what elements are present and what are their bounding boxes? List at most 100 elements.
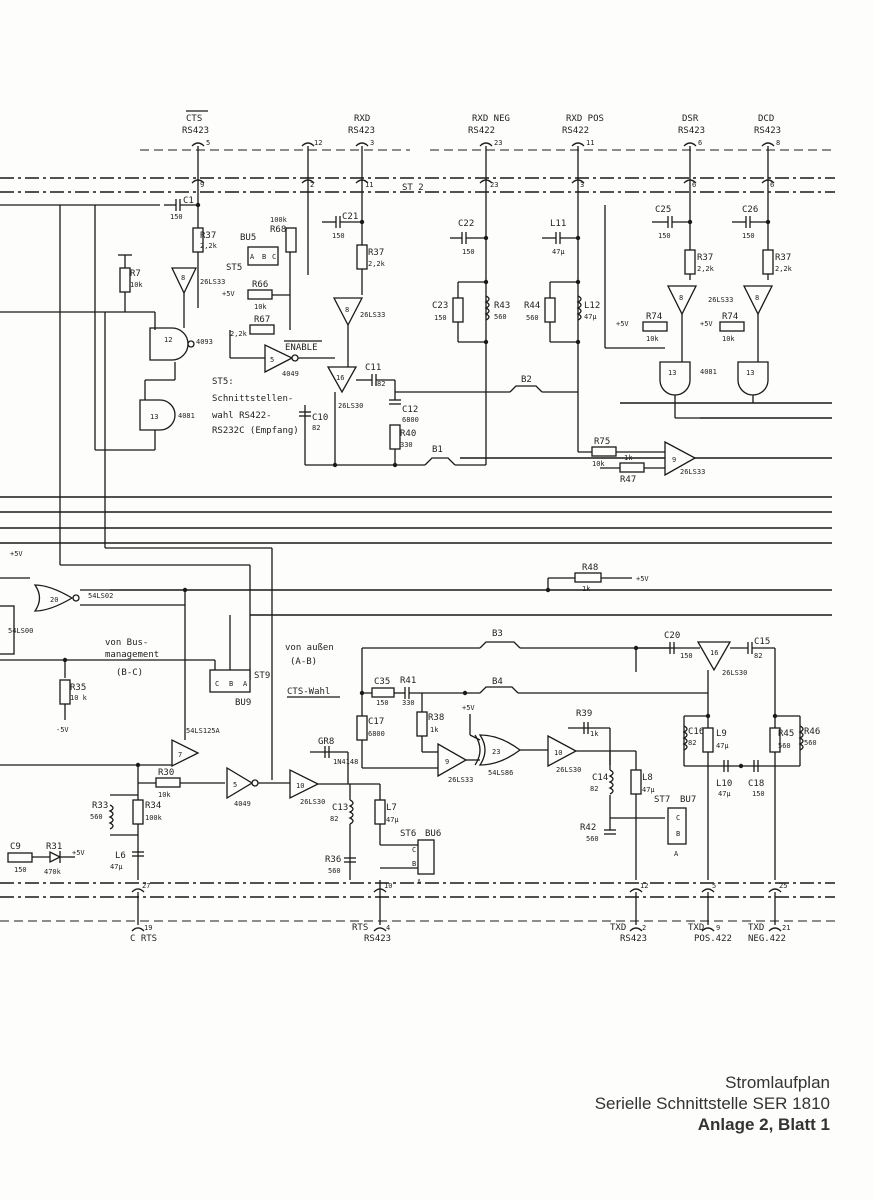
inverter-bubble: [72, 594, 80, 602]
component-ref: R31: [46, 842, 62, 852]
connector-pin: 4: [386, 924, 390, 932]
connector-std: RS423: [678, 126, 705, 136]
connector-symbol: [131, 888, 145, 893]
component-value: 470k: [44, 868, 62, 876]
gate-type: 26LS33: [360, 311, 385, 319]
component-value: 82: [688, 739, 696, 747]
component-value: 82: [377, 380, 385, 388]
component-value: 10k: [722, 335, 735, 343]
gate-type: 4081: [178, 412, 195, 420]
connector-std: RS422: [562, 126, 589, 136]
component-ref: L7: [386, 803, 397, 813]
connector-symbol: [701, 888, 715, 893]
connector-symbol: [131, 927, 145, 932]
gate-8-26ls33: [332, 297, 364, 327]
connector-pin: 12: [314, 139, 322, 147]
component-ref: R42: [580, 823, 596, 833]
component-value: 1k: [590, 730, 599, 738]
gate-num: 23: [492, 748, 500, 756]
gate-type: 26LS30: [338, 402, 363, 410]
l12-inductor: [576, 295, 582, 321]
component-ref: R43: [494, 301, 510, 311]
connector-12: 12 2: [301, 139, 322, 275]
gate-9-26ls33: [437, 742, 468, 778]
r37-resistor: [192, 227, 204, 253]
connector-rxd-neg: RXD NEG RS422 23 23: [468, 114, 510, 465]
bus-mgmt-note: (B-C): [116, 668, 143, 678]
gate-8-26ls33: [170, 267, 198, 295]
jumper-b4: B4: [492, 677, 503, 687]
jumper-pin: C: [215, 680, 219, 688]
gate-num: 9: [445, 758, 449, 766]
gate-12-4093: [149, 327, 189, 361]
component-ref: R34: [145, 801, 161, 811]
r30-resistor: [59, 679, 71, 705]
component-ref: C20: [664, 631, 680, 641]
jumper-pin: B: [676, 830, 680, 838]
junction-dot: [195, 202, 201, 208]
component-value: 82: [330, 815, 338, 823]
gate-num: 8: [345, 306, 349, 314]
component-ref: C16: [688, 727, 704, 737]
title-line-3: Anlage 2, Blatt 1: [697, 1115, 830, 1134]
jumper-label-bu9: BU9: [235, 698, 251, 708]
component-ref: R37: [200, 231, 216, 241]
connector-symbol: [683, 142, 697, 147]
gate-num: 12: [164, 336, 172, 344]
component-ref: R67: [254, 315, 270, 325]
l11-inductor: [484, 295, 490, 321]
jumper-pin: A: [243, 680, 248, 688]
r47-resistor: [591, 446, 617, 457]
connector-std: RS423: [182, 126, 209, 136]
component-ref: R37: [697, 253, 713, 263]
component-value: 10k: [254, 303, 267, 311]
gate-num: 8: [755, 294, 759, 302]
gate-type: 4049: [282, 370, 299, 378]
st2-bus-label: ST 2: [402, 183, 424, 193]
junction-dot: [705, 713, 711, 719]
connector-std: RS423: [620, 934, 647, 944]
outside-note: von außen: [285, 643, 334, 653]
component-value: 2,2k: [200, 242, 218, 250]
gate-type: 4093: [196, 338, 213, 346]
gate-type: 26LS30: [722, 669, 747, 677]
jumper-label-st5: ST5: [226, 263, 242, 273]
gate-16-26ls30: [326, 366, 358, 394]
b2-bridge: [509, 385, 543, 393]
connector-pin: 3: [370, 139, 374, 147]
junction-dot: [483, 235, 489, 241]
gate-type: 54LS125A: [186, 727, 221, 735]
junction-dot: [182, 587, 188, 593]
connector-txd-neg: 25 TXD 21 NEG.422: [748, 882, 790, 944]
plus5-label: +5V: [636, 575, 649, 583]
inverter-bubble: [291, 354, 299, 362]
l6-inductor: [108, 804, 114, 830]
connector-name: RTS: [352, 923, 368, 933]
component-ref: C10: [312, 413, 328, 423]
component-value: 150: [680, 652, 693, 660]
connector-pin: 11: [586, 139, 594, 147]
gate-type: 54LS86: [488, 769, 513, 777]
component-value: 560: [778, 742, 791, 750]
component-value: 82: [590, 785, 598, 793]
component-value: 560: [804, 739, 817, 747]
gate-type: 4049: [234, 800, 251, 808]
title-line-2: Serielle Schnittstelle SER 1810: [594, 1094, 830, 1113]
r44-resistor: [544, 297, 556, 323]
junction-dot: [575, 279, 581, 285]
connector-symbol: [571, 142, 585, 147]
component-value: 10k: [158, 791, 171, 799]
component-value: 47µ: [552, 248, 565, 256]
connector-symbol: [761, 142, 775, 147]
connector-std: RS423: [348, 126, 375, 136]
junction-dot: [575, 235, 581, 241]
connector-txd-pos: 5 TXD 9 POS.422: [688, 882, 732, 944]
gate-num: 13: [668, 369, 676, 377]
r66-resistor: [247, 289, 273, 300]
enable-label: ENABLE: [285, 343, 318, 353]
component-value: 560: [586, 835, 599, 843]
jumper-label-st6: ST6: [400, 829, 416, 839]
component-value: 330: [400, 441, 413, 449]
component-ref: C14: [592, 773, 608, 783]
